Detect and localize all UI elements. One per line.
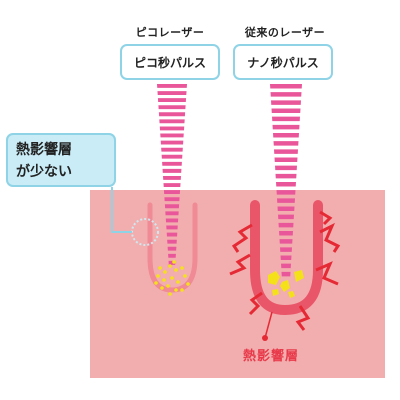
beam-stripe: [280, 255, 292, 260]
pointer-arrow-icon: [264, 311, 273, 339]
beam-stripe: [272, 116, 300, 122]
nano-heat-spots: [268, 270, 304, 298]
heat-dot: [168, 292, 172, 296]
heat-dot: [166, 284, 170, 288]
beam-stripe: [157, 91, 187, 95]
beam-stripe: [164, 197, 180, 202]
beam-stripe: [164, 204, 180, 209]
nano-cavity: [250, 200, 323, 316]
beam-stripe: [160, 140, 184, 145]
crack-icon: [229, 210, 341, 331]
beam-stripe: [166, 232, 178, 237]
pico-pulse-label: ピコ秒パルス: [120, 44, 220, 80]
heat-dot: [180, 266, 184, 270]
beam-stripe: [161, 147, 183, 152]
beam-stripe: [281, 271, 291, 277]
beam-stripe: [161, 154, 183, 159]
beam-stripe: [271, 100, 301, 105]
heat-dot: [176, 280, 180, 284]
pico-heat-dots: [154, 260, 190, 296]
beam-stripe: [165, 211, 179, 216]
beam-stripe: [271, 108, 301, 113]
beam-stripe: [162, 168, 182, 173]
heat-dot: [160, 286, 164, 290]
beam-stripe: [278, 222, 294, 228]
beam-stripe: [275, 165, 297, 171]
callout-line-1: 熱影響層: [16, 142, 72, 158]
beam-stripe: [279, 231, 293, 236]
beam-stripe: [162, 161, 182, 166]
beam-stripe: [165, 218, 179, 223]
skin-layer: [90, 190, 385, 378]
heat-dot: [162, 278, 166, 282]
beam-stripe: [163, 183, 181, 187]
heat-layer-label: 熱影響層: [243, 349, 300, 364]
beam-stripe: [166, 225, 178, 230]
beam-stripe: [281, 263, 291, 269]
beam-stripe: [277, 198, 295, 203]
beam-stripe: [159, 126, 185, 131]
beam-stripe: [158, 105, 186, 110]
nano-laser-title: 従来のレーザー: [244, 26, 326, 39]
beam-stripe: [276, 182, 296, 187]
heat-dot: [163, 270, 167, 274]
beam-stripe: [168, 253, 176, 258]
beam-stripe: [158, 112, 186, 117]
beam-stripe: [270, 92, 302, 97]
heat-dot: [172, 260, 176, 264]
heat-dot: [170, 276, 174, 280]
beam-stripe: [277, 206, 295, 211]
beam-stripe: [157, 98, 187, 103]
beam-stripe: [274, 157, 298, 162]
beam-stripe: [157, 84, 187, 88]
beam-stripe: [279, 239, 293, 244]
beam-stripe: [273, 133, 299, 138]
heat-dot: [154, 281, 158, 285]
beam-stripe: [278, 214, 294, 220]
heat-dot: [186, 282, 190, 286]
heat-dot: [168, 264, 172, 268]
pico-cavity: [147, 202, 198, 293]
heat-dot: [174, 288, 178, 292]
beam-stripe: [163, 176, 181, 180]
heat-dot: [183, 274, 187, 278]
beam-stripe: [272, 124, 300, 130]
beam-stripe: [274, 149, 298, 154]
heat-dot: [174, 268, 178, 272]
callout-box: 熱影響層 が少ない: [6, 133, 116, 187]
callout-line-2: が少ない: [16, 164, 72, 180]
heat-dot: [158, 266, 162, 270]
beam-stripe: [167, 246, 177, 251]
beam-stripe: [160, 133, 184, 138]
beam-stripe: [167, 239, 177, 244]
beam-stripe: [270, 84, 302, 89]
heat-dot: [180, 288, 184, 292]
heat-dot: [156, 274, 160, 278]
beam-stripe: [163, 190, 181, 195]
beam-stripe: [159, 119, 185, 124]
beam-stripe: [273, 141, 299, 146]
pico-laser-beam: [157, 84, 187, 265]
beam-stripe: [275, 173, 297, 179]
pico-laser-title: ピコレーザー: [135, 26, 205, 39]
nano-laser-beam: [270, 84, 302, 277]
callout-connector: [111, 187, 132, 233]
nano-pulse-label: ナノ秒パルス: [233, 44, 333, 80]
beam-stripe: [276, 190, 296, 195]
beam-stripe: [280, 247, 292, 252]
